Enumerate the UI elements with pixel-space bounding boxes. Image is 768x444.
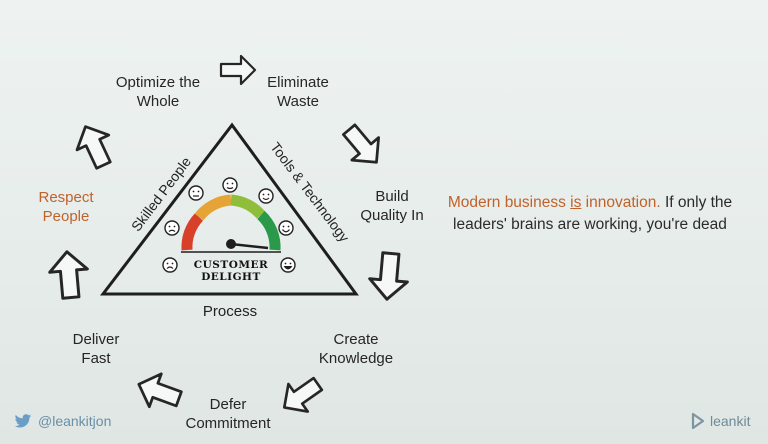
gauge-label-line2: DELIGHT [201, 271, 261, 283]
side-label-process: Process [203, 303, 257, 320]
arrow-icon [46, 248, 92, 301]
quote-emphasis: is [570, 194, 582, 211]
brand-text: leankit [710, 413, 751, 429]
arrow-icon [273, 368, 329, 423]
smiley-icon [162, 257, 178, 273]
quote-part1: Modern business [447, 194, 571, 211]
smiley-icon [188, 185, 204, 201]
gauge-label-line1: CUSTOMER [194, 259, 268, 271]
smiley-icon [222, 177, 238, 193]
triangle-outline [99, 122, 359, 296]
side-label-skilled-people: Skilled People [128, 154, 194, 235]
twitter-handle-text: @leankitjon [38, 413, 112, 429]
arrow-icon [219, 54, 257, 86]
quote-text: Modern business is innovation. If only t… [440, 192, 740, 236]
customer-delight-gauge [181, 194, 281, 253]
smiley-icon [164, 220, 180, 236]
arrow-icon [131, 366, 187, 417]
quote-part2: innovation. [581, 194, 661, 211]
arrow-icon [366, 250, 412, 303]
smiley-icon [278, 220, 294, 236]
leankit-logo-icon [691, 412, 705, 430]
twitter-icon [14, 413, 32, 427]
arrow-icon [334, 117, 392, 175]
smiley-icon [280, 257, 296, 273]
quote-part3: If only the leaders' brains are working,… [453, 194, 733, 233]
twitter-handle[interactable]: @leankitjon [14, 413, 111, 429]
smiley-icon [258, 188, 274, 204]
arrow-icon [68, 117, 121, 174]
leankit-logo: leankit [690, 412, 750, 430]
